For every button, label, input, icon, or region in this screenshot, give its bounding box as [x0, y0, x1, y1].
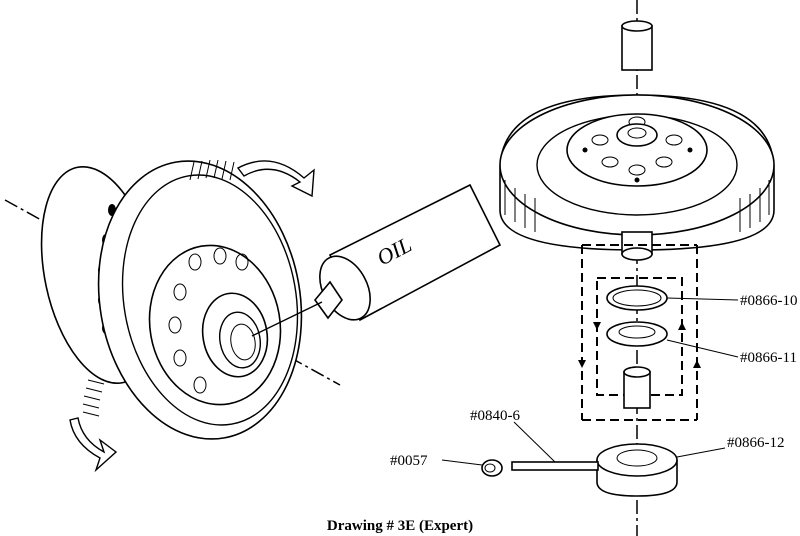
drawing-caption: Drawing # 3E (Expert) — [327, 518, 473, 534]
leader-0866-10 — [666, 297, 739, 301]
explode-inner-bracket — [596, 277, 683, 396]
callout-0866-12: #0866-12 — [727, 435, 785, 451]
oil-can-neck — [313, 280, 343, 320]
callout-0057: #0057 — [390, 453, 428, 469]
ring-gear-teeth-top — [189, 159, 235, 181]
shaft-top-end — [621, 20, 653, 32]
pulley-center-bore — [627, 127, 647, 139]
washer-0866-10-inner — [612, 289, 662, 307]
collar-0866-12-top — [596, 443, 678, 477]
collar-0866-12-bore — [616, 449, 658, 467]
leader-0866-12 — [676, 447, 726, 458]
pulley-center-boss — [616, 123, 658, 147]
set-screw-0057-socket — [484, 463, 496, 473]
callout-0866-10: #0866-10 — [740, 293, 798, 309]
rotation-arrow-bottom — [69, 417, 118, 473]
callout-0866-11: #0866-11 — [740, 350, 797, 366]
washer-0866-11 — [606, 321, 668, 347]
shaft-segment-top — [623, 366, 651, 378]
oil-can-nozzle — [251, 301, 323, 337]
callout-0840-6: #0840-6 — [470, 408, 520, 424]
left-flywheel-assembly: OIL — [4, 159, 502, 473]
shaft-under-pulley-end — [621, 247, 653, 261]
washer-0866-11-inner — [618, 325, 656, 339]
pulley-hub-holes — [582, 116, 693, 183]
set-screw-0057 — [481, 459, 503, 477]
pulley-rim-teeth — [504, 180, 770, 232]
leader-0840-6 — [513, 421, 556, 463]
pulley-hub — [566, 113, 708, 187]
bearing-race — [230, 323, 256, 361]
right-pulley-assembly — [441, 0, 775, 536]
ring-gear-teeth-bottom — [82, 379, 105, 417]
leader-0866-11 — [666, 339, 739, 358]
explode-direction-arrows — [578, 322, 701, 368]
pin-0840-6 — [511, 461, 599, 471]
bearing-bore — [219, 311, 261, 369]
ring-gear-inner-edge — [121, 174, 299, 426]
shaft-top — [621, 25, 653, 71]
rotation-arrow-top — [236, 160, 315, 198]
hub-bolt-holes — [168, 247, 249, 394]
leader-0057 — [441, 459, 483, 466]
oil-can: OIL — [251, 183, 502, 337]
